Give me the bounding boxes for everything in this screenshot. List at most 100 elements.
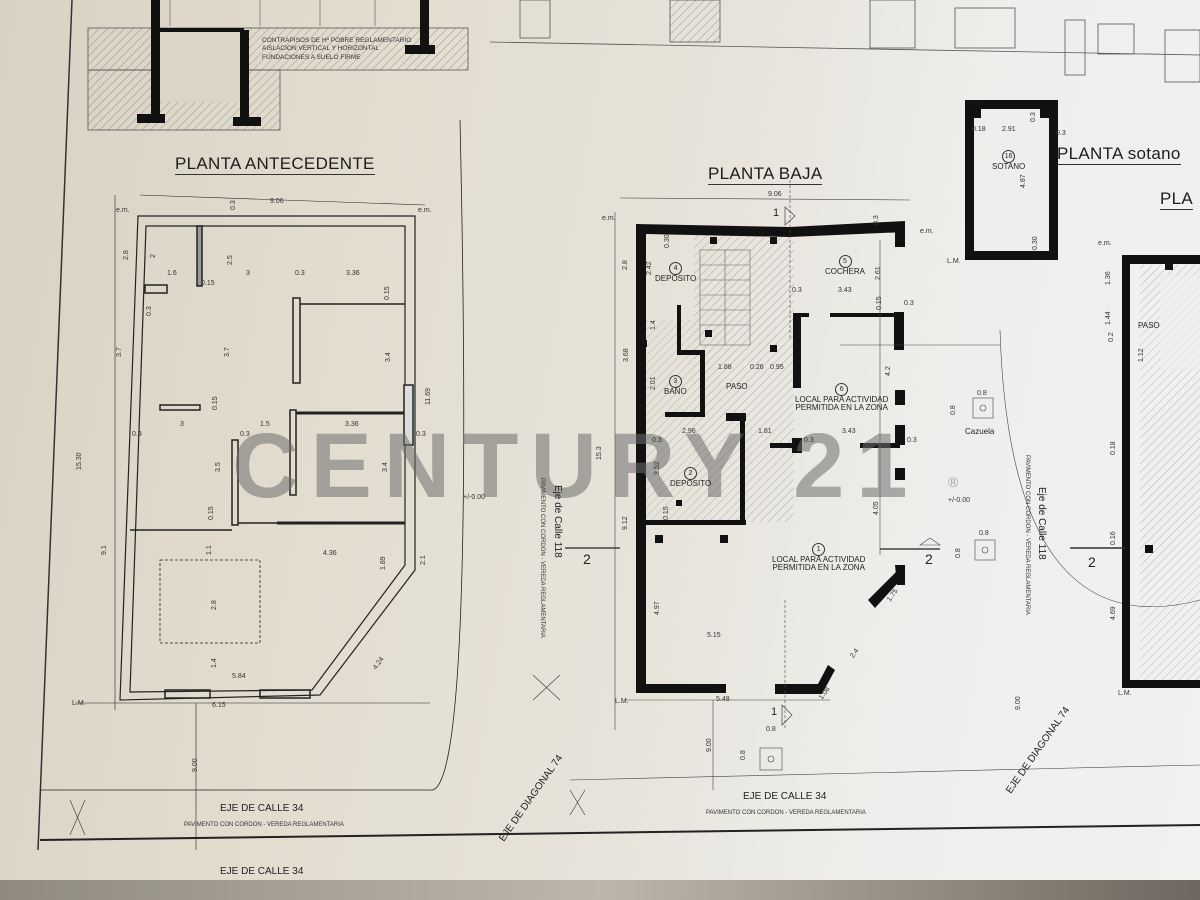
dimension-label: 0.2 — [1108, 332, 1115, 342]
dimension-label: 0.3 — [416, 431, 426, 438]
dimension-label: 0.8 — [955, 548, 962, 558]
dimension-label: 9.06 — [270, 198, 284, 205]
dimension-label: 6.15 — [212, 702, 226, 709]
dimension-label: 9.12 — [622, 516, 629, 530]
dimension-label: 0.15 — [208, 506, 215, 520]
room-paso-right: PASO — [1138, 321, 1160, 330]
dimension-label: 3.5 — [215, 462, 222, 472]
dimension-label: 9.00 — [706, 738, 713, 752]
dimension-label: 0.3 — [652, 437, 662, 444]
plan-sotano — [965, 100, 1058, 260]
dimension-label: 0.30 — [1032, 236, 1039, 250]
plan-antecedente — [39, 119, 1200, 850]
plan-right-partial — [1070, 255, 1200, 688]
dimension-label: 0.15 — [876, 296, 883, 310]
dimension-label: 1.61 — [758, 428, 772, 435]
dimension-label: 4.05 — [873, 501, 880, 515]
room-label: BAÑO — [664, 387, 687, 396]
foundation-note: CONTRAPISOS DE Hº POBRE REGLAMENTARIO AI… — [262, 37, 411, 62]
level-marker: +/-0.00 — [463, 494, 485, 501]
dimension-label: 3.52 — [654, 461, 661, 475]
marker-em: e.m. — [418, 207, 432, 214]
dimension-label: 0.3 — [295, 270, 305, 277]
room-label: DEPOSITO — [655, 274, 697, 283]
room-label: COCHERA — [825, 267, 866, 276]
dimension-label: 0.3 — [230, 200, 237, 210]
dimension-label: 2.01 — [650, 376, 657, 390]
dimension-label: 1.44 — [1105, 311, 1112, 325]
dimension-label: 3 — [180, 421, 184, 428]
dimension-label: 0.15 — [201, 280, 215, 287]
dimension-label: 3.4 — [385, 352, 392, 362]
dimension-label: 5.48 — [716, 696, 730, 703]
dimension-label: 4.87 — [1020, 174, 1027, 188]
plan-baja — [69, 180, 1200, 836]
dimension-label: 0.3 — [792, 287, 802, 294]
dimension-label: 0.8 — [766, 726, 776, 733]
dimension-label: 3.43 — [838, 287, 852, 294]
century21-watermark: CENTURY 21 — [232, 415, 920, 517]
dimension-label: 0.8 — [950, 405, 957, 415]
table-surface — [0, 880, 1200, 900]
dimension-label: 0.95 — [770, 364, 784, 371]
dimension-label: 2 — [150, 254, 157, 258]
dimension-label: 0.18 — [972, 126, 986, 133]
section-marker-2: 2 — [1088, 554, 1096, 570]
street-eje-calle-34-bottom: EJE DE CALLE 34 — [220, 866, 304, 877]
dimension-label: 0.18 — [1110, 441, 1117, 455]
dimension-label: 2.61 — [875, 266, 882, 280]
room-label: DEPOSITO — [670, 479, 712, 488]
dimension-label: 2.1 — [420, 555, 427, 565]
dimension-label: 1.6 — [167, 270, 177, 277]
note-line: AISLACION VERTICAL Y HORIZONTAL — [262, 45, 380, 53]
dimension-label: 9.1 — [101, 545, 108, 555]
dimension-label: 3.4 — [382, 462, 389, 472]
note-line: FUNDACIONES A SUELO FIRME — [262, 53, 361, 61]
dimension-label: 1.12 — [1138, 348, 1145, 362]
title-planta-baja: PLANTA BAJA — [708, 164, 823, 185]
dimension-label: 0.8 — [740, 750, 747, 760]
dimension-label: 9.06 — [768, 191, 782, 198]
dimension-label: 3.36 — [345, 421, 359, 428]
dimension-label: 0.8 — [979, 530, 989, 537]
dimension-label: 1.88 — [718, 364, 732, 371]
dimension-label: 0.3 — [240, 431, 250, 438]
dimension-label: 0.3 — [132, 431, 142, 438]
dimension-label: 11.69 — [425, 388, 432, 405]
title-planta-antecedente: PLANTA ANTECEDENTE — [175, 154, 375, 175]
dimension-label: 0.3 — [1030, 112, 1037, 122]
marker-lm: L.M. — [947, 258, 961, 265]
dimension-label: 1.1 — [206, 545, 213, 555]
dimension-label: 9.00 — [192, 758, 199, 772]
dimension-label: 1.4 — [650, 320, 657, 330]
pavimento-note-vertical-right: PAVIMENTO CON CORDON - VEREDA REGLAMENTA… — [1024, 455, 1030, 615]
dimension-label: 1.36 — [1105, 271, 1112, 285]
dimension-label: 3.68 — [623, 348, 630, 362]
dimension-label: 0.3 — [873, 215, 880, 225]
elevation-facade — [489, 0, 1200, 83]
dimension-label: 1.4 — [211, 658, 218, 668]
pavimento-note: PAVIMENTO CON CORDON - VEREDA REGLAMENTA… — [184, 822, 344, 828]
dimension-label: 2.8 — [211, 600, 218, 610]
dimension-label: 5.15 — [707, 632, 721, 639]
marker-em: e.m. — [920, 228, 934, 235]
dimension-label: 2.5 — [227, 255, 234, 265]
marker-em: e.m. — [602, 215, 616, 222]
dimension-label: 5.84 — [232, 673, 246, 680]
dimension-label: 2.8 — [123, 250, 130, 260]
dimension-label: 9.00 — [1015, 696, 1022, 710]
street-eje-calle-34: EJE DE CALLE 34 — [220, 803, 304, 814]
dimension-label: 1.89 — [380, 556, 387, 570]
pavimento-note-baja: PAVIMENTO CON CORDON - VEREDA REGLAMENTA… — [706, 810, 866, 816]
room-label: SOTANO — [992, 162, 1026, 171]
dimension-label: 15.30 — [76, 452, 83, 470]
dimension-label: 3.36 — [346, 270, 360, 277]
marker-em: e.m. — [1098, 240, 1112, 247]
